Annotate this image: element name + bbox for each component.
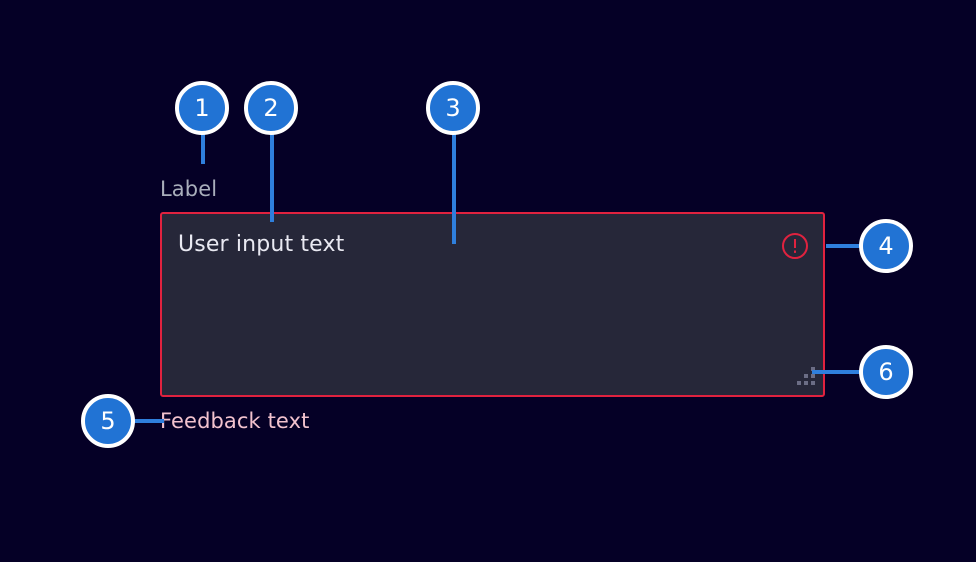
callout-marker-6[interactable]: 6	[859, 345, 913, 399]
leader-line-4	[826, 244, 862, 248]
callout-marker-5[interactable]: 5	[81, 394, 135, 448]
callout-marker-4[interactable]: 4	[859, 219, 913, 273]
callout-marker-3[interactable]: 3	[426, 81, 480, 135]
leader-line-2	[270, 130, 274, 222]
leader-line-1	[201, 130, 205, 164]
callout-marker-1[interactable]: 1	[175, 81, 229, 135]
feedback-text: Feedback text	[160, 409, 310, 433]
leader-line-6	[812, 370, 862, 374]
leader-line-3	[452, 130, 456, 244]
callout-marker-2[interactable]: 2	[244, 81, 298, 135]
resize-grip-icon[interactable]	[795, 367, 815, 387]
exclamation-circle-icon	[781, 232, 809, 260]
textarea-field[interactable]: User input text	[160, 212, 825, 397]
field-label-group: Label	[160, 176, 825, 202]
field-label: Label	[160, 177, 218, 201]
leader-line-5	[134, 419, 164, 423]
textarea-input-text[interactable]: User input text	[178, 232, 345, 257]
